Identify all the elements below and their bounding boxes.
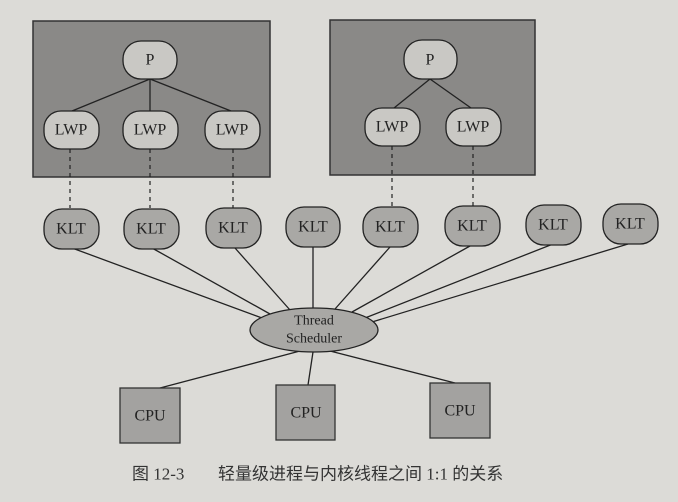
- lwp-klt-links: [69, 146, 474, 208]
- svg-text:Scheduler: Scheduler: [286, 332, 342, 347]
- svg-text:P: P: [146, 52, 155, 69]
- svg-text:KLT: KLT: [136, 221, 166, 238]
- thread-scheduler: Thread Scheduler: [249, 307, 379, 353]
- process-node: P: [403, 39, 458, 80]
- lwp-node: LWP: [364, 107, 421, 147]
- lwp-node: LWP: [43, 110, 100, 150]
- svg-text:P: P: [426, 52, 435, 69]
- svg-text:CPU: CPU: [290, 405, 322, 422]
- klt-node: KLT: [444, 205, 501, 247]
- svg-text:KLT: KLT: [375, 219, 405, 236]
- svg-text:KLT: KLT: [538, 217, 568, 234]
- klt-node: KLT: [362, 206, 419, 248]
- svg-text:KLT: KLT: [298, 219, 328, 236]
- svg-text:KLT: KLT: [615, 216, 645, 233]
- klt-node: KLT: [123, 208, 180, 250]
- svg-text:KLT: KLT: [457, 218, 487, 235]
- svg-text:LWP: LWP: [376, 119, 409, 136]
- klt-node: KLT: [285, 206, 341, 248]
- svg-text:LWP: LWP: [216, 122, 249, 139]
- svg-text:LWP: LWP: [457, 119, 490, 136]
- klt-node: KLT: [43, 208, 100, 250]
- svg-text:CPU: CPU: [134, 408, 166, 425]
- klt-node: KLT: [205, 207, 262, 249]
- svg-text:CPU: CPU: [444, 403, 476, 420]
- svg-text:LWP: LWP: [55, 122, 88, 139]
- cpu-node: CPU: [429, 382, 491, 439]
- klt-node: KLT: [602, 203, 659, 245]
- lwp-node: LWP: [122, 110, 179, 150]
- svg-text:KLT: KLT: [56, 221, 86, 238]
- scheduler-edges: [71, 243, 629, 389]
- klt-node: KLT: [525, 204, 582, 246]
- svg-text:LWP: LWP: [134, 122, 167, 139]
- figure-number: 图 12-3: [132, 465, 184, 484]
- process-node: P: [122, 40, 178, 80]
- svg-text:Thread: Thread: [294, 314, 334, 329]
- svg-text:KLT: KLT: [218, 220, 248, 237]
- lwp-node: LWP: [204, 110, 261, 150]
- cpu-node: CPU: [275, 384, 336, 441]
- figure-caption: 轻量级进程与内核线程之间 1:1 的关系: [218, 465, 503, 484]
- process-edges: [71, 78, 472, 112]
- cpu-node: CPU: [119, 387, 181, 444]
- lwp-node: LWP: [445, 107, 502, 147]
